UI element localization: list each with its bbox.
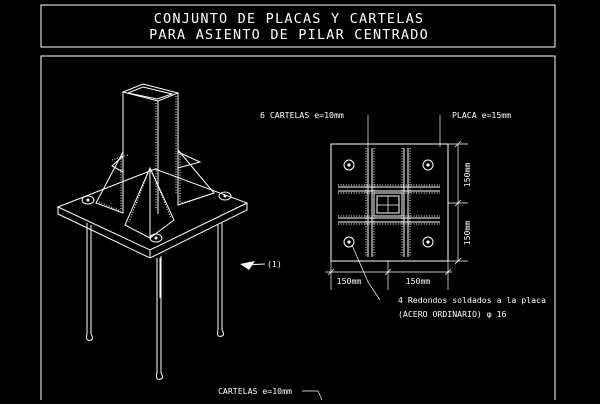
title-line-2: PARA ASIENTO DE PILAR CENTRADO [149,27,429,43]
base-plate-top [56,168,249,251]
drawing-frame [40,55,556,404]
dim-bottom-right: 150mm [406,276,431,286]
label-cartelas: 6 CARTELAS e=10mm [260,110,344,120]
title-frame [40,4,556,48]
plate-bolts [81,191,232,243]
dim-bottom-left: 150mm [337,276,362,286]
label-cartelas-bottom: CARTELAS e=10mm [218,386,292,396]
base-plate-thickness [57,203,248,259]
anchor-bars [86,223,224,380]
gussets [95,148,215,239]
dim-right-bottom: 150mm [462,221,472,246]
column-top [121,83,180,102]
isometric-base-plate-view: (1) [56,83,282,380]
dim-right-top: 150mm [462,163,472,188]
view-marker-label: (1) [267,259,282,269]
title-line-1: CONJUNTO DE PLACAS Y CARTELAS [154,11,425,27]
title-block: CONJUNTO DE PLACAS Y CARTELAS PARA ASIEN… [40,4,556,48]
label-redondos-2: (ACERO ORDINARIO) φ 16 [398,309,507,319]
plan-bolts [343,159,434,248]
dimension-right: 150mm 150mm [448,140,472,265]
plan-column [373,192,403,217]
leader-redondos [351,244,381,301]
label-placa: PLACA e=15mm [452,110,511,120]
dimension-bottom: 150mm 150mm [325,261,452,290]
label-redondos-1: 4 Redondos soldados a la placa [398,295,546,305]
bottom-callout: CARTELAS e=10mm [218,386,323,401]
plan-plate [330,143,449,262]
plan-view: 6 CARTELAS e=10mm PLACA e=15mm 4 Redondo… [260,110,546,319]
view-marker: (1) [240,259,282,270]
